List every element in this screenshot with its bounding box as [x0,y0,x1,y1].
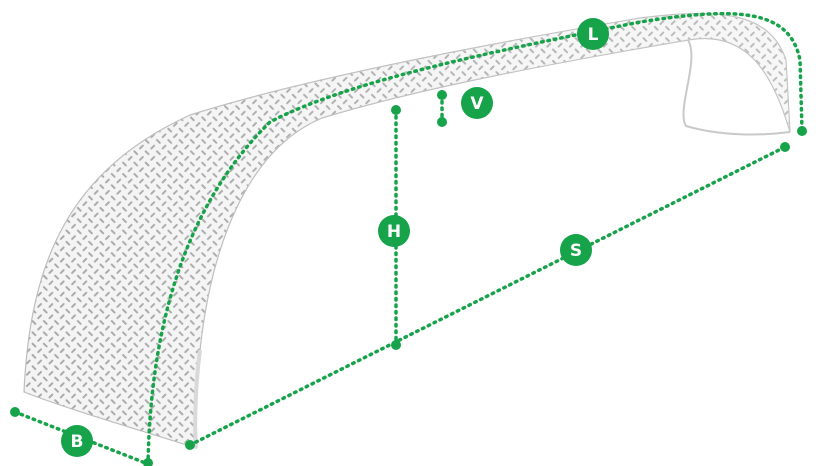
endpoint-dot [185,440,195,450]
label-text: S [570,241,582,261]
fender-front-edge [193,349,202,449]
label-badge [461,87,493,119]
dimension-label-h: H [378,215,410,247]
endpoint-dot [797,126,807,136]
dimension-label-v: V [461,87,493,119]
label-text: V [470,94,484,114]
label-text: B [71,432,84,452]
dimension-line-s [188,145,787,447]
endpoint-dot [780,142,790,152]
label-badge [378,215,410,247]
endpoint-dot [437,117,447,127]
dimension-line-l [146,11,804,466]
endpoint-dot [391,105,401,115]
dimension-label-b: B [61,425,93,457]
dimension-label-s: S [560,234,592,266]
fender-end-cap [682,39,791,136]
label-text: L [588,25,599,45]
label-badge [61,425,93,457]
endpoint-dot [391,340,401,350]
fender-body [23,12,791,449]
label-text: H [387,222,401,242]
label-badge [577,18,609,50]
dimension-label-l: L [577,18,609,50]
endpoint-dot [143,458,153,466]
label-badge [560,234,592,266]
dimension-endpoints [10,90,807,466]
endpoint-dot [437,90,447,100]
endpoint-dot [10,407,20,417]
fender-highlight [24,13,790,449]
